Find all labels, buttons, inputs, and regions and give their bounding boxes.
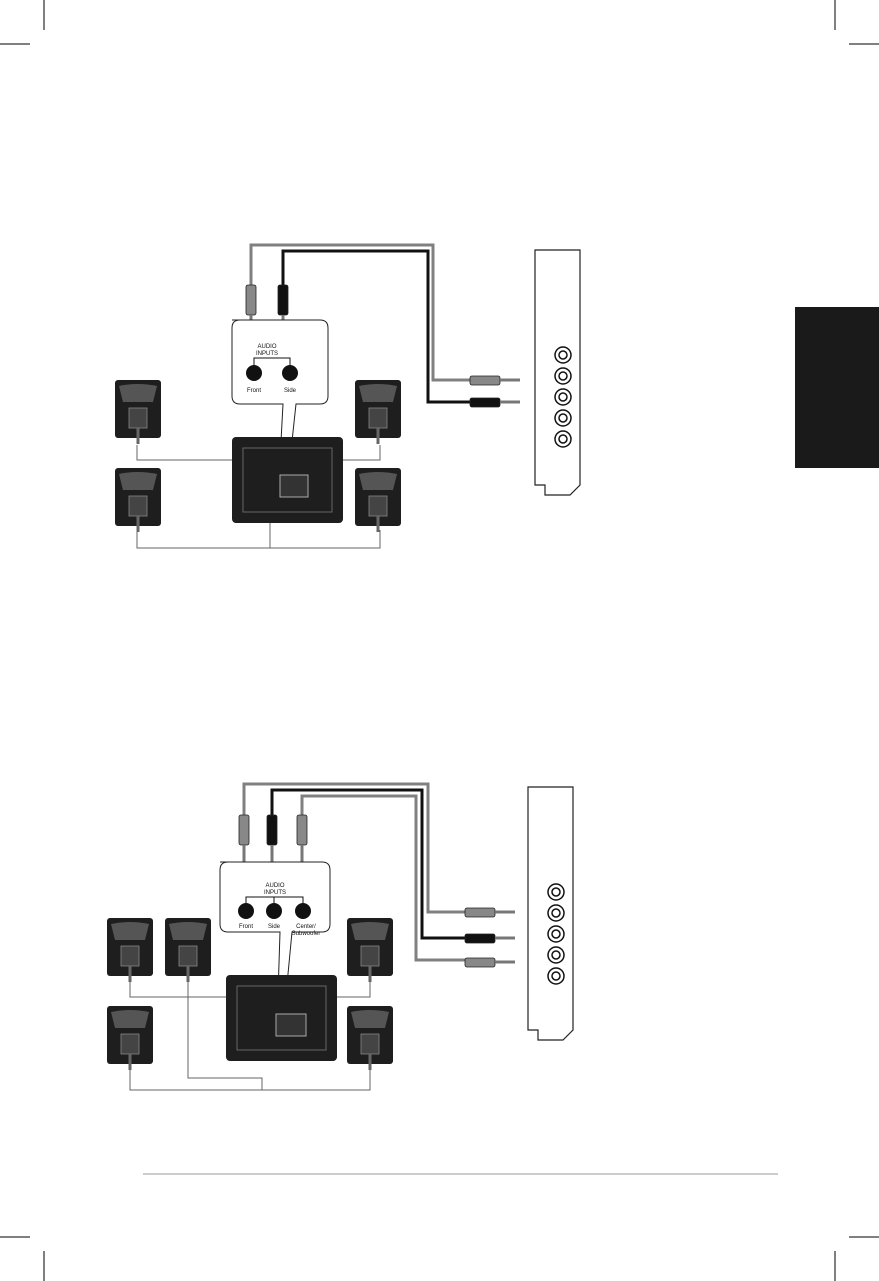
audio-plug [464,957,496,968]
section-tab [795,307,879,468]
speaker-cone [111,922,149,940]
audio-jack-inner [558,434,568,444]
audio-plug [469,375,501,386]
speaker [347,1006,393,1070]
speaker-port [128,495,148,517]
audio-jack-inner [558,392,568,402]
subwoofer-input-panel [275,1013,307,1037]
audio-jack-inner [551,887,561,897]
speaker-port [178,945,198,967]
audio-plug [469,397,501,408]
audio-inputs-title: INPUTS [264,890,286,896]
speaker-cone [169,922,207,940]
speaker-cone [359,384,397,402]
speaker [107,1006,153,1070]
cable-front [249,243,470,382]
bracket [245,896,304,903]
audio-jack-inner [551,971,561,981]
speaker [355,380,401,444]
speaker-port [128,407,148,429]
audio-jack-inner [558,413,568,423]
audio-jack-inner [558,371,568,381]
speaker-cone [359,472,397,490]
audio-plug [238,814,250,846]
speaker-cone [119,472,157,490]
audio-jack-inner [551,929,561,939]
audio-inputs-title: INPUTS [256,351,278,357]
audio-inputs-title: AUDIO [257,344,276,350]
audio-plug [277,284,289,316]
speaker-port [368,407,388,429]
speaker-port [368,495,388,517]
jack-label-side: Side [284,388,297,394]
jack-label-front: Front [239,924,253,930]
jack-label-side: Side [268,924,281,930]
speaker-cone [119,384,157,402]
speaker-port [120,945,140,967]
speaker-port [360,1033,380,1055]
audio-jack-inner [558,350,568,360]
speaker [107,918,153,982]
speaker-port [360,945,380,967]
subwoofer-panel [242,447,333,513]
audio-plug [296,814,308,846]
input-jack [238,903,254,919]
speaker [347,918,393,982]
input-jack [282,365,298,381]
speaker-port [120,1033,140,1055]
sound-card [534,249,581,496]
input-jack [295,903,311,919]
sound-card [527,786,574,1041]
subwoofer-input-panel [279,474,309,498]
cable-side [281,249,470,404]
jack-label-center: Center/ [296,924,316,930]
bracket [253,357,291,365]
speaker-cone [351,922,389,940]
speaker [115,380,161,444]
speaker [165,918,211,982]
audio-inputs-title: AUDIO [265,883,284,889]
cable-center-subwoofer [300,794,465,962]
audio-plug [266,814,278,846]
cable-front [242,782,465,914]
jack-label-front: Front [247,388,261,394]
audio-jack-inner [551,908,561,918]
audio-jack-inner [551,950,561,960]
jack-label-subwoofer: Subwoofer [292,931,321,937]
audio-plug [245,284,257,316]
audio-plug [464,933,496,944]
input-jack [266,903,282,919]
audio-plug [464,907,496,918]
speaker [115,468,161,532]
speaker-cone [111,1010,149,1028]
speaker [355,468,401,532]
input-jack [246,365,262,381]
subwoofer-panel [236,985,327,1051]
cable-side [270,788,465,940]
speaker-cone [351,1010,389,1028]
